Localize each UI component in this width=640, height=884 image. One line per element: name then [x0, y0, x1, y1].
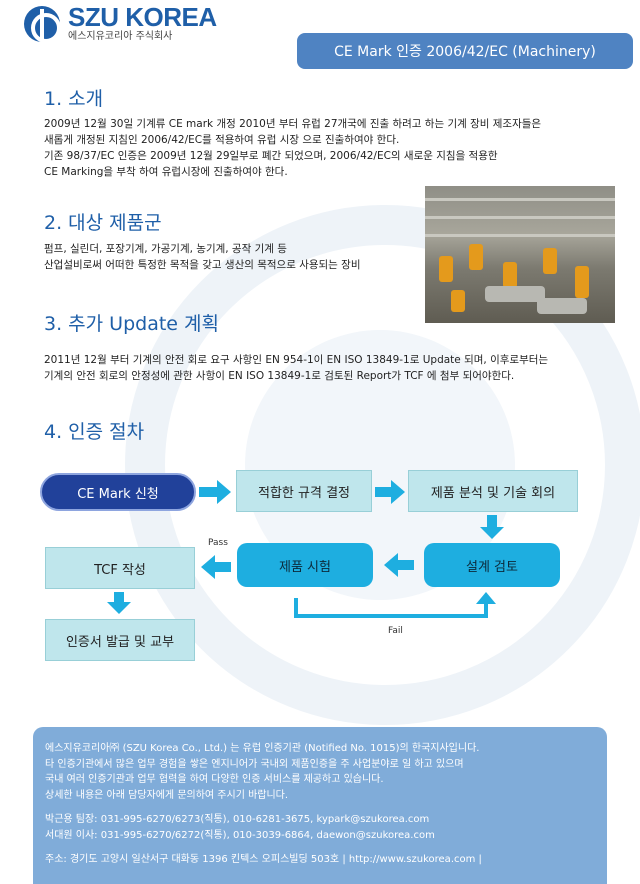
arrow-down-icon: [480, 515, 504, 539]
szu-logo-icon: [24, 6, 61, 43]
document-title-banner: CE Mark 인증 2006/42/EC (Machinery): [297, 33, 633, 69]
section-update-text: 2011년 12월 부터 기계의 안전 회로 요구 사항인 EN 954-1이 …: [44, 354, 549, 382]
flow-step-standards: 적합한 규격 결정: [236, 470, 372, 512]
arrow-right-icon: [199, 480, 231, 504]
arrow-left-icon: [201, 555, 231, 579]
flow-fail-label: Fail: [388, 626, 403, 636]
flow-pass-label: Pass: [208, 538, 228, 548]
footer-text-line: 타 인증기관에서 많은 업무 경험을 쌓은 엔지니어가 국내외 제품인증을 주 …: [45, 758, 464, 770]
flow-step-apply: CE Mark 신청: [40, 473, 196, 511]
section-update-title: 3. 추가 Update 계획: [44, 313, 219, 335]
brand-logo: SZU KOREA 에스지유코리아 주식회사: [24, 4, 217, 44]
arrow-left-icon: [384, 553, 414, 577]
fail-loop-arrow-icon: [294, 592, 496, 618]
footer-text-line: 상세한 내용은 아래 담당자에게 문의하여 주시기 바랍니다.: [45, 789, 289, 801]
flow-step-design-review: 설계 검토: [424, 543, 560, 587]
section-procedure-title: 4. 인증 절차: [44, 421, 145, 443]
footer-text-line: 국내 여러 인증기관과 업무 협력을 하여 다양한 인증 서비스를 제공하고 있…: [45, 774, 384, 785]
footer-contact-panel: 에스지유코리아㈜ (SZU Korea Co., Ltd.) 는 유럽 인증기관…: [33, 727, 607, 884]
section-products-title: 2. 대상 제품군: [44, 212, 162, 234]
footer-text-line: 에스지유코리아㈜ (SZU Korea Co., Ltd.) 는 유럽 인증기관…: [45, 743, 480, 754]
brand-subtitle: 에스지유코리아 주식회사: [68, 31, 173, 42]
section-products-text: 펌프, 실린더, 포장기계, 가공기계, 농기계, 공작 기계 등 산업설비로써…: [44, 243, 361, 271]
arrow-down-icon: [107, 592, 131, 614]
flow-step-product-test: 제품 시험: [237, 543, 373, 587]
footer-contact-line: 박근용 팀장: 031-995-6270/6273(직통), 010-6281-…: [45, 814, 430, 825]
arrow-right-icon: [375, 480, 405, 504]
section-intro-text: 2009년 12월 30일 기계류 CE mark 개정 2010년 부터 유럽…: [44, 118, 542, 178]
flow-step-analysis: 제품 분석 및 기술 회의: [408, 470, 578, 512]
footer-address: 주소: 경기도 고양시 일산서구 대화동 1396 킨텍스 오피스빌딩 503호…: [45, 854, 482, 865]
flow-step-tcf: TCF 작성: [45, 547, 195, 589]
section-intro-title: 1. 소개: [44, 88, 104, 110]
footer-contact-line: 서대원 이사: 031-995-6270/6272(직통), 010-3039-…: [45, 829, 435, 841]
brand-name: SZU KOREA: [68, 2, 217, 32]
factory-robot-photo: [425, 186, 615, 323]
flow-step-certificate: 인증서 발급 및 교부: [45, 619, 195, 661]
